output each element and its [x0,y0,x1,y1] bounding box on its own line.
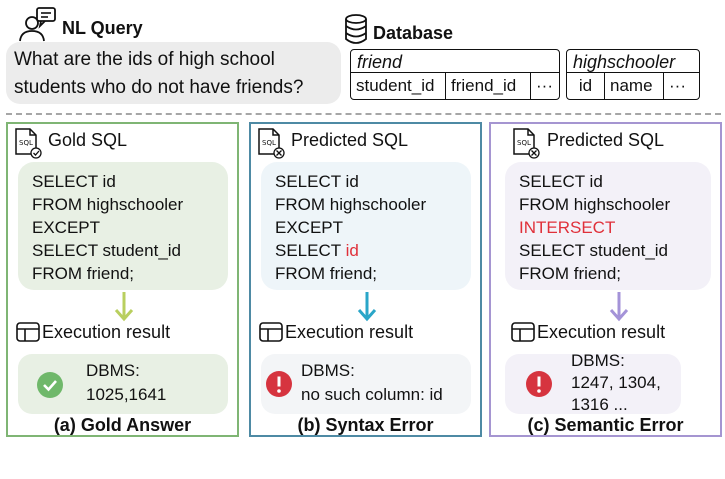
panel-title: Gold SQL [48,130,128,150]
dbms-result: 1247, 1304, [571,373,661,392]
table-icon [259,322,283,347]
sql-line: FROM highschooler [32,195,184,214]
sql-error-highlight: INTERSECT [519,218,616,237]
table-name: highschooler [567,50,699,73]
sql-line: FROM highschooler [275,195,427,214]
dbms-result-continued: 1316 ... [571,395,628,414]
dbms-label: DBMS: [86,361,140,380]
execution-result-label: Execution result [42,322,171,342]
execution-result-label: Execution result [285,322,414,342]
dbms-result: no such column: id [301,385,443,404]
panel-caption: (a) Gold Answer [53,415,192,435]
result-box: DBMS: 1247, 1304, 1316 ... [505,351,681,414]
sql-line: SELECT id [519,172,603,191]
nl-query-icon [18,6,58,42]
table-column: student_id [351,73,446,99]
table-friend: friend student_id friend_id ··· [350,49,560,100]
execution-result-label: Execution result [537,322,666,342]
svg-text:SQL: SQL [262,139,276,147]
sql-line: FROM friend; [32,264,135,283]
svg-text:SQL: SQL [517,139,531,147]
dbms-label: DBMS: [571,351,625,370]
panel-title: Predicted SQL [291,130,409,150]
result-box: DBMS: no such column: id [261,354,471,414]
result-box: DBMS: 1025,1641 [18,354,228,414]
sql-line: SELECT id [32,172,116,191]
section-divider [6,113,721,115]
nl-query-text: What are the ids of high school students… [6,42,341,104]
sql-code-block: SELECT id FROM highschooler INTERSECT SE… [505,162,711,290]
down-arrow-icon [609,292,629,327]
table-column: friend_id [446,73,531,99]
sql-line: FROM friend; [275,264,378,283]
table-column: ··· [536,76,553,95]
sql-file-icon: SQL [511,127,541,164]
sql-line: FROM friend; [519,264,622,283]
panel-semantic-error: SQL Predicted SQL SELECT id FROM highsch… [489,122,722,437]
sql-file-icon: SQL [13,127,43,164]
panel-title: Predicted SQL [547,130,665,150]
dbms-label: DBMS: [301,361,355,380]
table-column: id [567,73,605,99]
table-icon [16,322,40,347]
sql-line: SELECT id [275,172,359,191]
dbms-result: 1025,1641 [86,385,167,404]
sql-line: EXCEPT [275,218,344,237]
table-column: name [605,73,664,99]
table-highschooler: highschooler id name ··· [566,49,700,100]
down-arrow-icon [357,292,377,327]
sql-line: SELECT id [275,239,457,262]
database-icon [344,14,368,44]
table-icon [511,322,535,347]
panel-syntax-error: SQL Predicted SQL SELECT id FROM highsch… [249,122,482,437]
sql-code-block: SELECT id FROM highschooler EXCEPT SELEC… [261,162,471,290]
database-title: Database [373,23,454,43]
error-circle-icon [265,370,293,404]
sql-line: SELECT student_id [32,241,181,260]
sql-code-block: SELECT id FROM highschooler EXCEPT SELEC… [18,162,228,290]
check-circle-icon [36,371,64,405]
sql-error-highlight: id [345,241,359,260]
error-circle-icon [525,370,553,404]
table-column: ··· [669,76,686,95]
sql-line: EXCEPT [32,218,101,237]
nl-query-title: NL Query [62,18,143,38]
sql-keyword: SELECT [275,241,346,260]
sql-file-icon: SQL [256,127,286,164]
panel-gold: SQL Gold SQL SELECT id FROM highschooler… [6,122,239,437]
sql-line: FROM highschooler [519,195,671,214]
down-arrow-icon [114,292,134,327]
panel-caption: (b) Syntax Error [297,415,434,435]
svg-text:SQL: SQL [19,139,33,147]
panel-caption: (c) Semantic Error [527,415,684,435]
table-name: friend [351,50,559,73]
sql-line: SELECT student_id [519,241,668,260]
